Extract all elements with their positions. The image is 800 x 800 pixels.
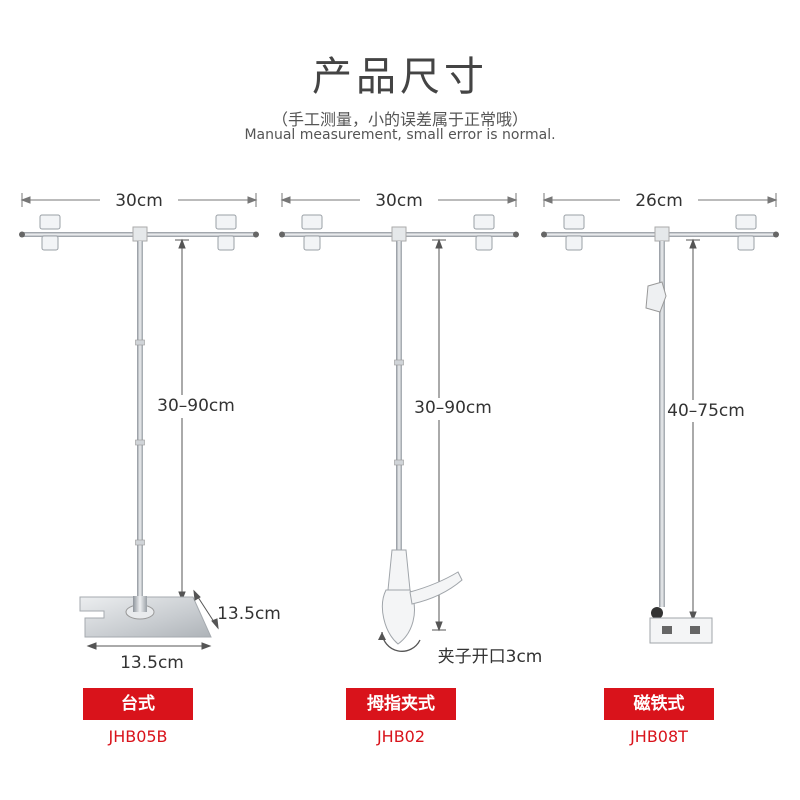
width-label: 26cm xyxy=(635,191,683,211)
clip-opening-label: 夹子开口3cm xyxy=(438,647,543,667)
magnet-base xyxy=(649,617,713,644)
tee-joint xyxy=(132,226,148,242)
lock-knob-icon xyxy=(645,281,667,313)
type-badge-clip: 拇指夹式 xyxy=(346,688,456,720)
width-dimension xyxy=(280,193,518,207)
clip-icon xyxy=(301,214,495,251)
height-label: 30–90cm xyxy=(157,396,235,416)
telescopic-pole xyxy=(396,241,402,553)
model-code-desk: JHB05B xyxy=(108,727,168,746)
tee-joint xyxy=(391,226,407,242)
clip-icon xyxy=(563,214,757,251)
width-label: 30cm xyxy=(115,191,163,211)
thumb-clamp-icon xyxy=(382,549,463,645)
base-width-label: 13.5cm xyxy=(120,653,184,673)
base-width-dimension xyxy=(86,642,212,650)
height-dimension xyxy=(432,238,446,632)
depth-dimension xyxy=(193,589,219,630)
subtitle-chinese: （手工测量，小的误差属于正常哦） xyxy=(271,110,528,129)
magnet-icon xyxy=(651,607,663,619)
model-code-clip: JHB02 xyxy=(376,727,426,746)
telescopic-pole xyxy=(659,241,665,607)
telescopic-pole xyxy=(137,241,143,599)
product-magnetic-stand: 26cm 40–75cm xyxy=(541,191,779,644)
height-dimension xyxy=(175,238,189,602)
product-clip-stand: 30cm 30–90cm 夹子开口3cm xyxy=(279,191,542,667)
type-badge-magnetic: 磁铁式 xyxy=(604,688,714,720)
clip-icon xyxy=(39,214,237,251)
height-label: 30–90cm xyxy=(414,398,492,418)
height-label: 40–75cm xyxy=(667,401,745,421)
height-dimension xyxy=(686,238,700,622)
page-title: 产品尺寸 xyxy=(312,54,488,100)
type-badge-desk: 台式 xyxy=(83,688,193,720)
subtitle-english: Manual measurement, small error is norma… xyxy=(244,127,556,143)
width-dimension xyxy=(542,193,778,207)
model-code-magnetic: JHB08T xyxy=(630,727,688,746)
width-dimension xyxy=(20,193,258,207)
tee-joint xyxy=(654,226,670,242)
width-label: 30cm xyxy=(375,191,423,211)
depth-label: 13.5cm xyxy=(217,604,281,624)
product-desk-stand: 30cm 30–90cm 13.5cm xyxy=(19,191,281,673)
